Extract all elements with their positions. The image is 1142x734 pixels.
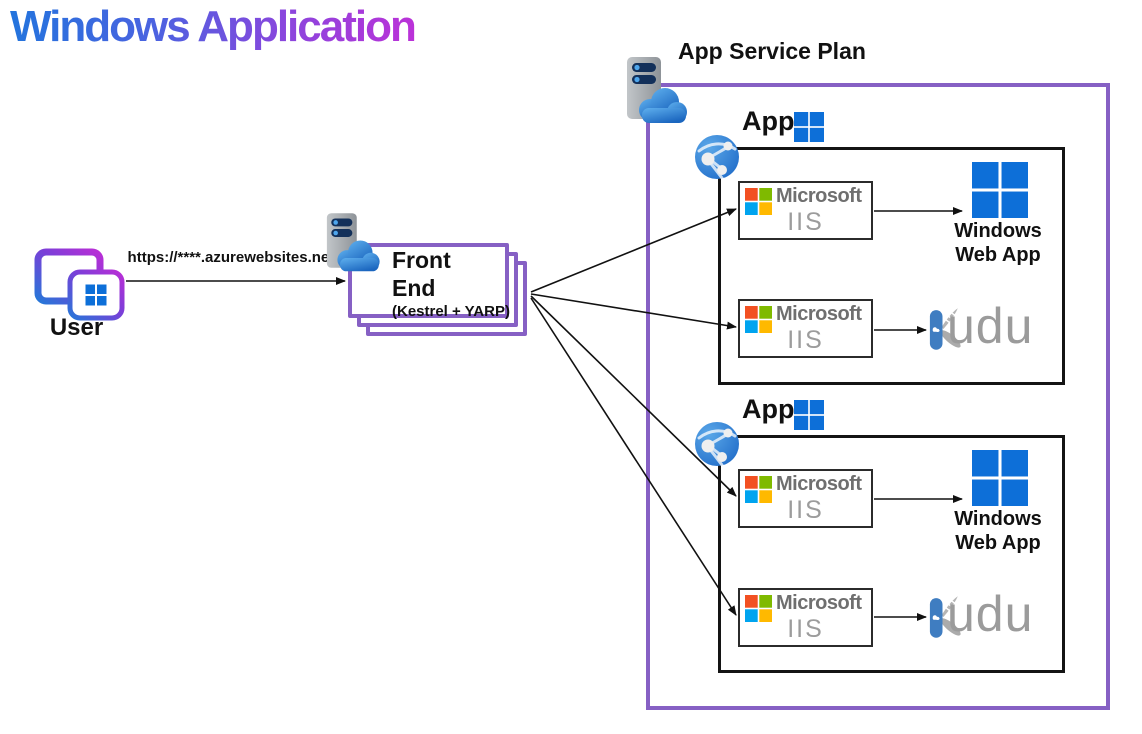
app-service-plan-title: App Service Plan bbox=[678, 38, 866, 64]
app-service-globe-icon bbox=[693, 420, 741, 468]
microsoft-brand-label: Microsoft bbox=[776, 185, 862, 207]
microsoft-brand-label: Microsoft bbox=[776, 473, 862, 495]
request-url-label: https://****.azurewebsites.net/ bbox=[127, 249, 339, 266]
user-label: User bbox=[49, 314, 104, 341]
iis-product-label: IIS bbox=[787, 208, 824, 236]
windows-web-app-line2: Web App bbox=[955, 532, 1041, 554]
windows-web-app-icon bbox=[972, 162, 1028, 218]
kudu-wordmark: udu bbox=[947, 298, 1034, 354]
page-title: Windows Application bbox=[10, 2, 417, 51]
microsoft-brand-label: Microsoft bbox=[776, 303, 862, 325]
iis-product-label: IIS bbox=[787, 615, 824, 643]
front-end-subtitle: (Kestrel + YARP) bbox=[392, 303, 510, 320]
app-service-globe-icon bbox=[693, 133, 741, 181]
iis-box: Microsoft IIS bbox=[738, 299, 873, 358]
iis-product-label: IIS bbox=[787, 326, 824, 354]
windows-web-app-label: Windows Web App bbox=[932, 507, 1064, 555]
front-end-line1: Front bbox=[392, 247, 451, 273]
microsoft-brand-label: Microsoft bbox=[776, 592, 862, 614]
iis-box: Microsoft IIS bbox=[738, 469, 873, 528]
windows-logo-icon bbox=[794, 400, 824, 430]
windows-web-app-line1: Windows bbox=[954, 220, 1042, 242]
app-2-label: App bbox=[742, 394, 795, 424]
server-cloud-icon bbox=[326, 212, 384, 276]
app-1-label: App bbox=[742, 106, 795, 136]
kudu-wordmark: udu bbox=[947, 586, 1034, 642]
iis-product-label: IIS bbox=[787, 496, 824, 524]
iis-box: Microsoft IIS bbox=[738, 181, 873, 240]
windows-web-app-line2: Web App bbox=[955, 244, 1041, 266]
windows-web-app-icon bbox=[972, 450, 1028, 506]
front-end-label: Front End (Kestrel + YARP) bbox=[392, 246, 510, 320]
windows-web-app-line1: Windows bbox=[954, 508, 1042, 530]
user-laptop-icon bbox=[28, 246, 125, 323]
server-cloud-icon bbox=[626, 56, 692, 128]
windows-web-app-label: Windows Web App bbox=[932, 219, 1064, 267]
front-end-line2: End bbox=[392, 275, 436, 301]
iis-box: Microsoft IIS bbox=[738, 588, 873, 647]
windows-logo-icon bbox=[794, 112, 824, 142]
